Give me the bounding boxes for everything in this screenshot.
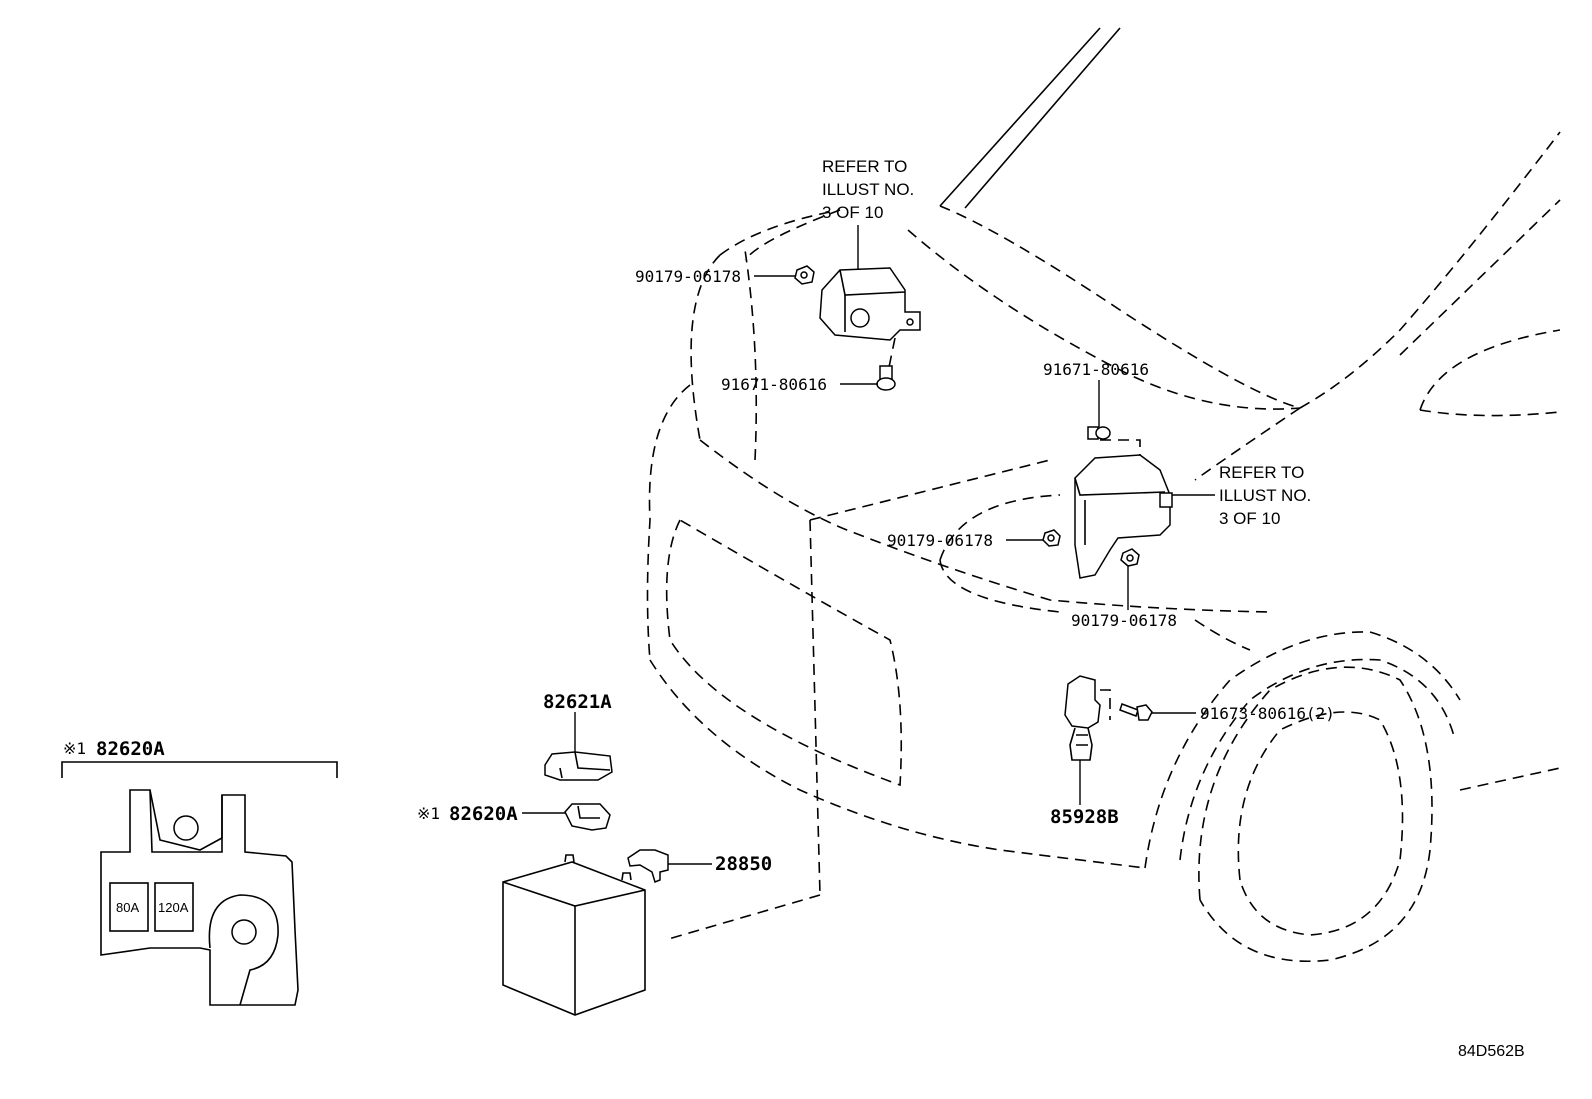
label-fuse-block: 82620A xyxy=(449,803,518,825)
refer-note-right-line1: REFER TO xyxy=(1219,463,1304,482)
label-nut-mid-bottom: 90179-06178 xyxy=(1071,611,1177,630)
label-fuse-cover: 82621A xyxy=(543,691,612,713)
label-detail-prefix: ※1 xyxy=(63,739,86,758)
label-horn: 85928B xyxy=(1050,806,1119,828)
fuse-block-part xyxy=(522,803,611,831)
label-fuse-block-prefix: ※1 xyxy=(417,804,440,823)
vehicle-body-outline xyxy=(646,27,1561,962)
bolt-right-icon xyxy=(1087,426,1111,440)
refer-note-right-line3: 3 OF 10 xyxy=(1219,509,1280,528)
upper-relay-part xyxy=(819,225,921,373)
label-bolt-upper: 91671-80616 xyxy=(721,375,827,394)
refer-note-right: REFER TO ILLUST NO. 3 OF 10 xyxy=(1219,463,1311,528)
detail-view-fuse-block xyxy=(61,761,338,1006)
refer-note-upper-line3: 3 OF 10 xyxy=(822,203,883,222)
refer-note-upper-line1: REFER TO xyxy=(822,157,907,176)
nut-mid-bottom-icon xyxy=(1120,548,1140,567)
label-bolt-horn: 91673-80616(2) xyxy=(1200,704,1335,723)
label-bolt-right: 91671-80616 xyxy=(1043,360,1149,379)
bolt-horn-icon xyxy=(1119,703,1153,721)
label-nut-upper: 90179-06178 xyxy=(635,267,741,286)
right-relay-box-part xyxy=(1074,439,1215,579)
refer-note-upper-line2: ILLUST NO. xyxy=(822,180,914,199)
refer-note-right-line2: ILLUST NO. xyxy=(1219,486,1311,505)
illustration-code: 84D562B xyxy=(1458,1043,1525,1060)
horn-part xyxy=(1064,675,1111,805)
terminal-part xyxy=(627,849,712,884)
label-terminal: 28850 xyxy=(715,853,772,875)
fuse-cover-part xyxy=(544,712,613,781)
label-detail-title: 82620A xyxy=(96,738,165,760)
fuse-80a-label: 80A xyxy=(116,900,139,915)
fuse-120a-label: 120A xyxy=(158,900,189,915)
nut-mid-left-icon xyxy=(1042,529,1061,547)
battery-part xyxy=(502,854,646,1016)
refer-note-upper: REFER TO ILLUST NO. 3 OF 10 xyxy=(822,157,914,222)
bolt-upper-icon xyxy=(876,365,896,391)
label-nut-mid-left: 90179-06178 xyxy=(887,531,993,550)
nut-upper-icon xyxy=(794,265,815,285)
